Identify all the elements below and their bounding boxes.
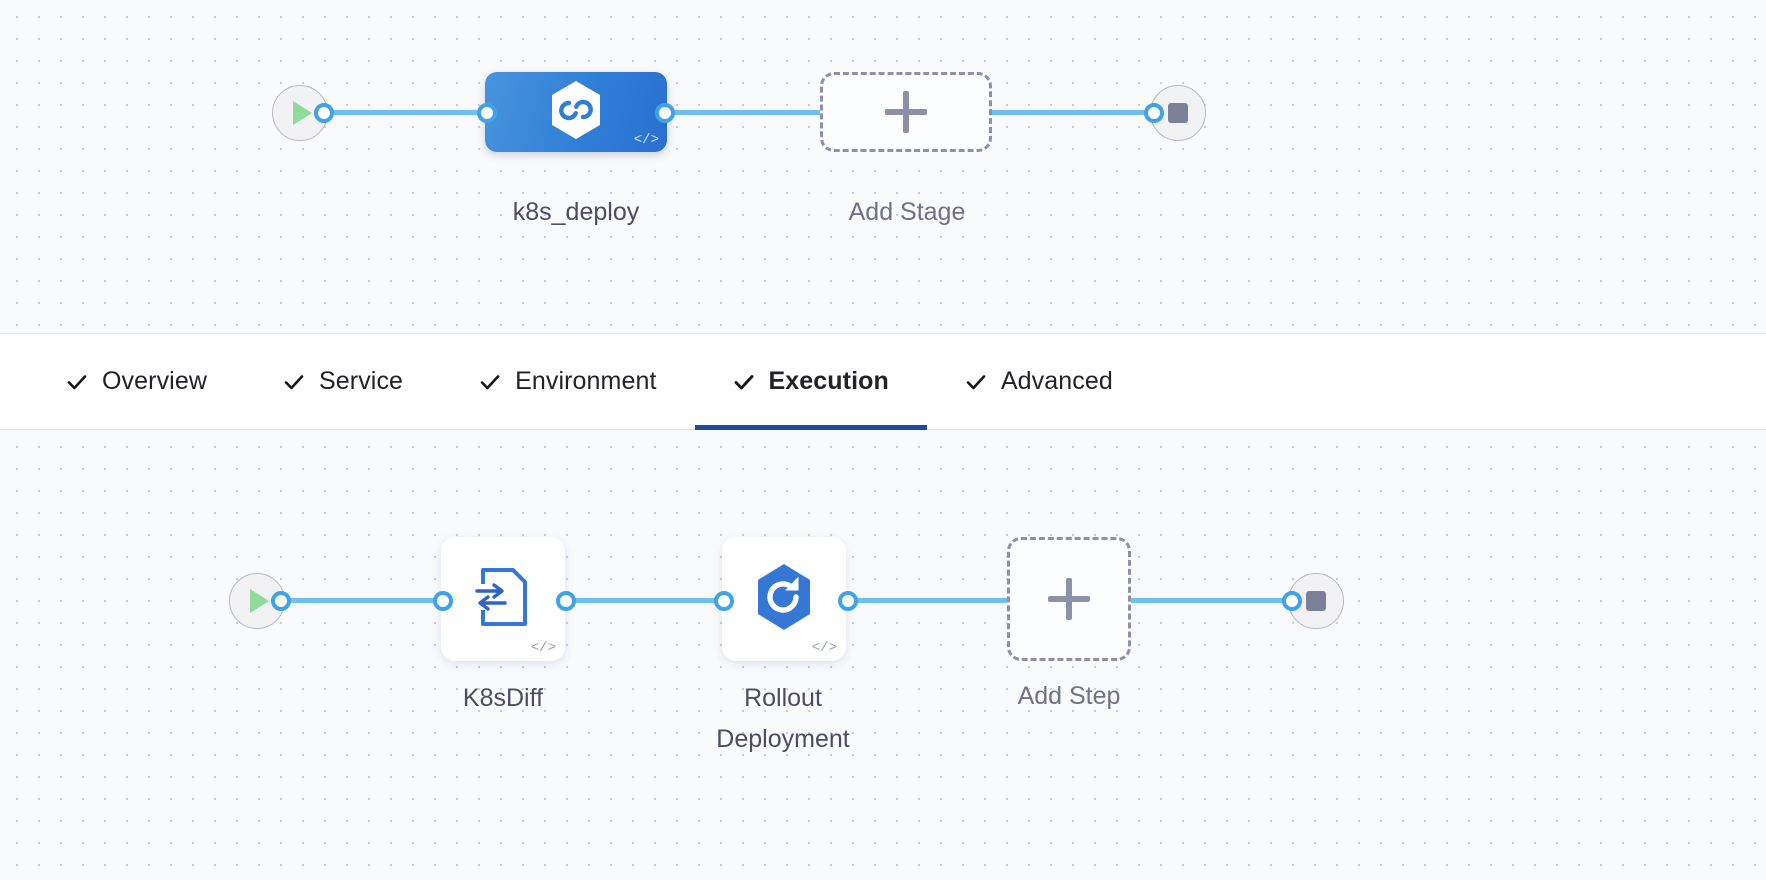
add-stage-button[interactable] [820, 72, 992, 152]
step-start-node[interactable] [229, 573, 285, 629]
stage-node-label: k8s_deploy [512, 198, 640, 226]
stop-icon [1168, 103, 1188, 123]
add-step-button[interactable] [1007, 537, 1131, 661]
step-rollout-label: Rollout Deployment [716, 684, 850, 753]
stage-end-port[interactable] [1144, 103, 1164, 123]
stop-icon [1306, 591, 1326, 611]
tab-service-label: Service [319, 367, 404, 395]
stage-edge-add-to-end [985, 110, 1165, 115]
tab-advanced[interactable]: Advanced [927, 334, 1151, 430]
kubernetes-hexagon-icon [548, 79, 604, 146]
add-step-label: Add Step [1017, 682, 1121, 710]
tab-environment[interactable]: Environment [441, 334, 694, 430]
step-k8sdiff-input-port[interactable] [433, 591, 453, 611]
tab-execution-label: Execution [768, 367, 889, 395]
step-end-port[interactable] [1282, 591, 1302, 611]
step-node-rollout-deployment[interactable]: </> [722, 537, 846, 661]
kubernetes-rollout-icon [753, 562, 815, 637]
check-icon [733, 371, 755, 393]
add-stage-label: Add Stage [848, 198, 966, 226]
stage-edge-k8s-to-add [660, 110, 832, 115]
code-badge-icon: </> [530, 640, 556, 656]
tab-environment-label: Environment [515, 367, 657, 395]
play-icon [293, 101, 312, 125]
step-end-node[interactable] [1288, 573, 1344, 629]
tab-overview-label: Overview [102, 367, 207, 395]
plus-icon [885, 91, 927, 133]
step-k8sdiff-label: K8sDiff [462, 684, 544, 712]
step-edge-k8sdiff-to-rollout [560, 598, 738, 603]
tab-overview[interactable]: Overview [28, 334, 245, 430]
step-edge-add-to-end [1120, 598, 1300, 603]
step-rollout-input-port[interactable] [714, 591, 734, 611]
stage-node-k8s-deploy[interactable]: </> [485, 72, 667, 152]
stage-canvas[interactable]: </> k8s_deploy Add Stage [0, 0, 1766, 334]
stage-node-input-port[interactable] [477, 103, 497, 123]
stage-start-port[interactable] [314, 103, 334, 123]
stage-graph: </> k8s_deploy Add Stage [0, 0, 1766, 333]
check-icon [479, 371, 501, 393]
check-icon [283, 371, 305, 393]
execution-canvas[interactable]: </> K8sDiff </> Rollout Deployment [0, 430, 1766, 880]
play-icon [250, 589, 269, 613]
code-badge-icon: </> [633, 132, 659, 148]
file-diff-icon [475, 567, 531, 632]
step-node-k8sdiff[interactable]: </> [441, 537, 565, 661]
step-start-port[interactable] [271, 591, 291, 611]
tab-execution[interactable]: Execution [694, 334, 928, 430]
check-icon [66, 371, 88, 393]
stage-node-output-port[interactable] [655, 103, 675, 123]
step-edge-rollout-to-add [840, 598, 1018, 603]
code-badge-icon: </> [811, 640, 837, 656]
tab-service[interactable]: Service [245, 334, 441, 430]
tab-advanced-label: Advanced [1000, 367, 1113, 395]
stage-edge-start-to-k8s [318, 110, 498, 115]
check-icon [965, 371, 987, 393]
step-rollout-output-port[interactable] [838, 591, 858, 611]
step-edge-start-to-k8sdiff [275, 598, 455, 603]
stage-config-tabs: Overview Service Environment Execution A [0, 334, 1766, 430]
execution-graph: </> K8sDiff </> Rollout Deployment [0, 430, 1766, 880]
plus-icon [1048, 578, 1090, 620]
step-k8sdiff-output-port[interactable] [556, 591, 576, 611]
